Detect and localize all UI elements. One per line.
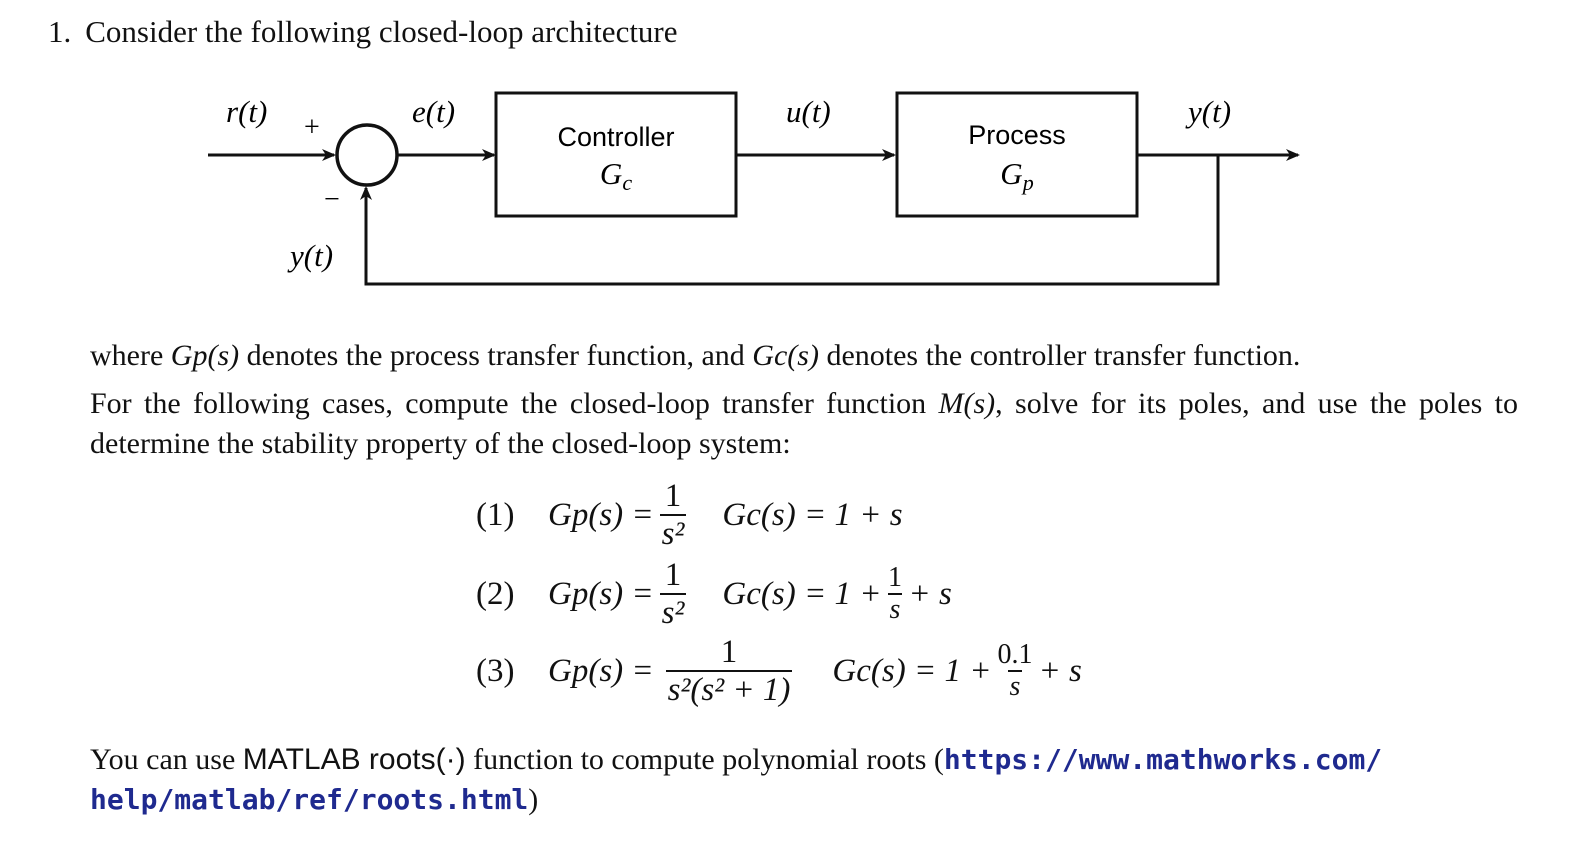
gc-tail: + s: [908, 575, 952, 612]
gp-numerator: 1: [664, 478, 682, 514]
gp-numerator: 1: [720, 634, 738, 670]
matlab-roots-link[interactable]: https://www.mathworks.com/: [943, 743, 1383, 776]
process-block: [895, 91, 1139, 218]
text-matlab-3: ): [528, 783, 539, 816]
text-matlab-2: function to compute polynomial roots (: [465, 743, 944, 776]
description-cases: For the following cases, compute the clo…: [90, 384, 1518, 464]
problem-header: 1. Consider the following closed-loop arc…: [48, 14, 678, 50]
process-symbol: Gp: [1000, 156, 1033, 195]
math-gp: Gp(s): [170, 339, 240, 372]
problem-number: 1.: [48, 14, 72, 49]
description-where: where Gp(s) denotes the process transfer…: [90, 336, 1518, 376]
signal-r-label: r(t): [226, 94, 267, 129]
text-where-1: where: [90, 339, 171, 372]
gc-numerator: 1: [887, 562, 902, 593]
text-cases-2: , solve for its poles, and use the poles…: [90, 387, 1518, 460]
matlab-roots-term: MATLAB roots(·): [242, 743, 466, 776]
signal-y-feedback-label: y(t): [287, 238, 333, 273]
gp-lhs: Gp(s) =: [548, 652, 654, 689]
text-where-2: denotes the process transfer function, a…: [239, 339, 753, 372]
case-label: (3): [476, 652, 515, 689]
gc-expression: Gc(s) = 1 + s: [722, 496, 903, 533]
minus-sign: −: [324, 184, 340, 215]
gp-denominator: s²: [659, 514, 687, 552]
signal-y-output-label: y(t): [1185, 94, 1231, 129]
block-diagram: r(t) + − e(t) u(t) y(t) y(t) Controller …: [208, 91, 1300, 286]
problem-prompt: Consider the following closed-loop archi…: [85, 14, 678, 49]
feedback-path: [360, 155, 1220, 286]
signal-u-label: u(t): [786, 94, 831, 129]
matlab-roots-link-continued[interactable]: help/matlab/ref/roots.html: [90, 783, 529, 816]
gc-lhs: Gc(s) = 1 +: [722, 575, 882, 612]
gp-denominator: s²(s² + 1): [665, 670, 793, 708]
summing-junction: [335, 123, 399, 187]
gp-lhs: Gp(s) =: [548, 575, 654, 612]
text-matlab-1: You can use: [90, 743, 243, 776]
case-label: (2): [476, 575, 515, 612]
math-m: M(s): [938, 387, 996, 420]
signal-e-label: e(t): [412, 94, 455, 129]
plus-sign: +: [304, 112, 320, 143]
gc-denominator: s: [887, 593, 903, 625]
gc-numerator: 0.1: [997, 639, 1033, 670]
gp-lhs: Gp(s) =: [548, 496, 654, 533]
case-label: (1): [476, 496, 515, 533]
text-cases-1: For the following cases, compute the clo…: [90, 387, 939, 420]
controller-title: Controller: [557, 122, 674, 152]
controller-block: [494, 91, 738, 218]
process-title: Process: [968, 120, 1066, 150]
math-gc: Gc(s): [752, 339, 819, 372]
gc-lhs: Gc(s) = 1 +: [832, 652, 992, 689]
matlab-note: You can use MATLAB roots(·) function to …: [90, 740, 1518, 820]
controller-symbol: Gc: [600, 156, 632, 195]
gp-numerator: 1: [664, 557, 682, 593]
gc-denominator: s: [1007, 670, 1023, 702]
gp-denominator: s²: [659, 593, 687, 631]
gc-tail: + s: [1038, 652, 1082, 689]
text-where-3: denotes the controller transfer function…: [818, 339, 1301, 372]
